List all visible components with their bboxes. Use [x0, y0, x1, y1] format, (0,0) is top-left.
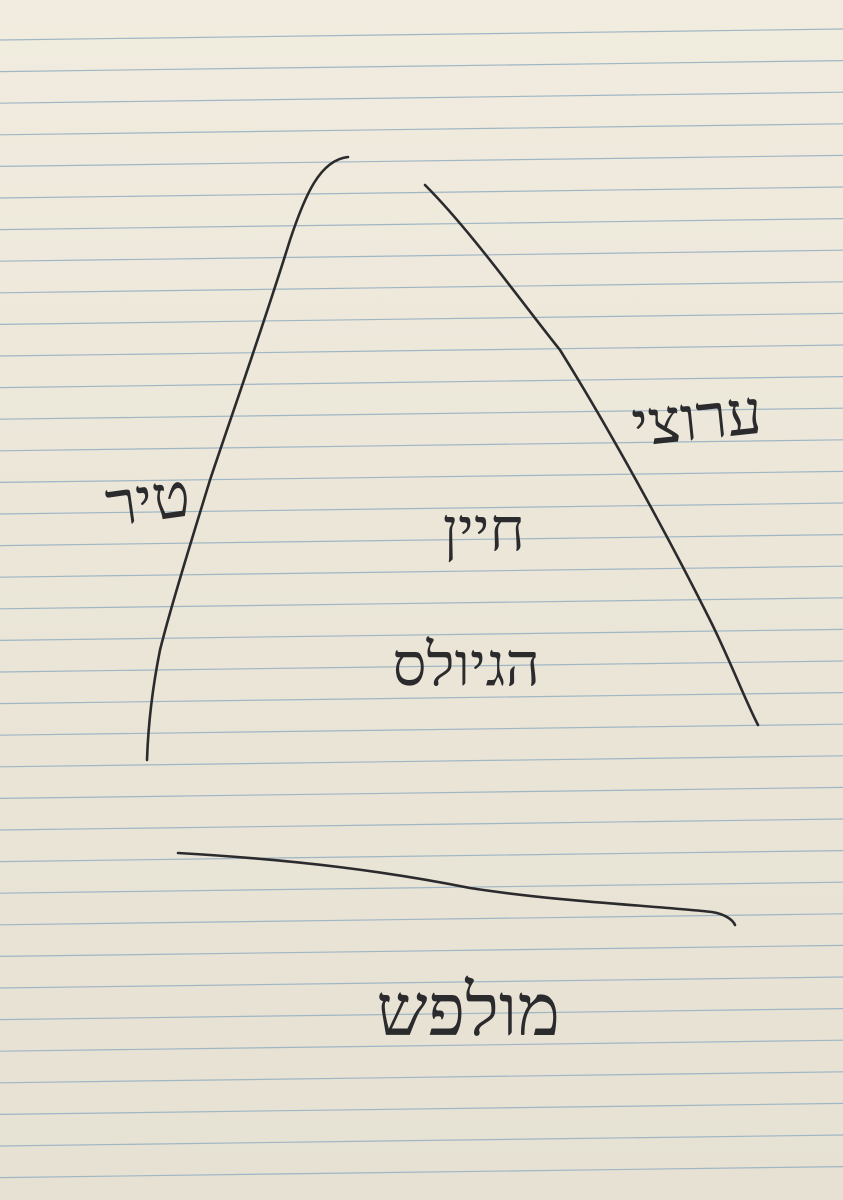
ruled-line — [0, 439, 843, 452]
ruled-line — [0, 218, 843, 231]
ruled-line — [0, 534, 843, 547]
ruled-line — [0, 692, 843, 705]
ruled-line — [0, 1102, 843, 1115]
ruled-line — [0, 312, 843, 325]
ruled-line — [0, 1166, 843, 1179]
right-side-label: ערוצי — [628, 375, 765, 461]
ruled-line — [0, 91, 843, 104]
ruled-line — [0, 407, 843, 420]
ruled-line — [0, 1008, 843, 1021]
base-label: מולפש — [377, 968, 560, 1052]
ruled-line — [0, 881, 843, 894]
ruled-line — [0, 628, 843, 641]
ruled-line — [0, 850, 843, 863]
ruled-line — [0, 376, 843, 389]
ruled-line — [0, 470, 843, 483]
ruled-line — [0, 660, 843, 673]
ruled-line — [0, 1071, 843, 1084]
left-side-label: טיר — [101, 457, 195, 541]
ruled-line — [0, 344, 843, 357]
ruled-line — [0, 1134, 843, 1147]
ruled-line — [0, 28, 843, 41]
center-top-label: חיין — [443, 495, 525, 565]
ruled-line — [0, 186, 843, 199]
ruled-line — [0, 1039, 843, 1052]
base-line — [176, 851, 737, 927]
ruled-line — [0, 597, 843, 610]
ruled-line — [0, 565, 843, 578]
ruled-line — [0, 913, 843, 926]
ruled-line — [0, 786, 843, 799]
ruled-line — [0, 944, 843, 957]
ruled-line — [0, 249, 843, 262]
ruled-line — [0, 723, 843, 736]
ruled-line — [0, 281, 843, 294]
center-bottom-label: הגיולס — [392, 630, 540, 700]
ruled-line — [0, 502, 843, 515]
ruled-line — [0, 123, 843, 136]
ruled-line — [0, 154, 843, 167]
triangle-right-side — [423, 183, 760, 727]
ruled-line — [0, 60, 843, 73]
ruled-line — [0, 755, 843, 768]
ruled-line — [0, 976, 843, 989]
ruled-line — [0, 818, 843, 831]
triangle-left-side — [145, 155, 350, 762]
